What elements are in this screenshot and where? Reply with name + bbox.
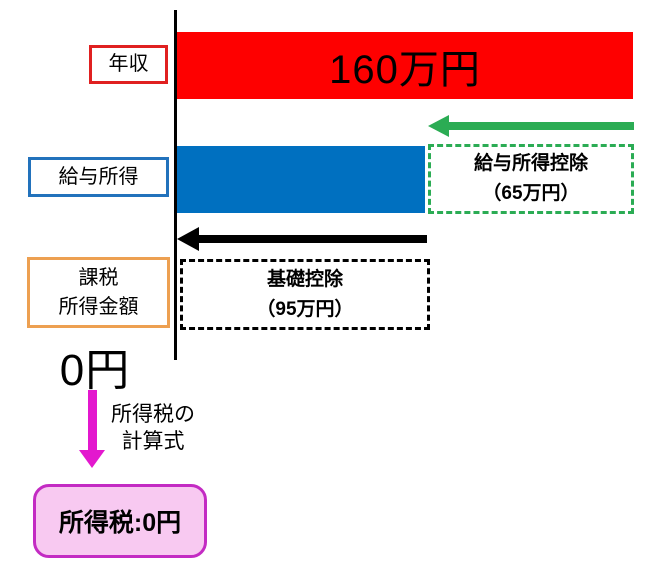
formula-down-arrow-icon xyxy=(79,450,105,468)
formula-arrow-shaft xyxy=(88,390,97,451)
annual-income-label: 年収 xyxy=(108,53,149,75)
taxable-income-label-line1: 課税 xyxy=(78,266,119,289)
basic-deduction-arrow-shaft xyxy=(198,235,427,243)
formula-caption-line2: 計算式 xyxy=(121,430,185,453)
salary-deduction-arrow-shaft xyxy=(448,122,634,130)
income-tax-result-box: 所得税:0円 xyxy=(33,484,207,558)
annual-income-label-box: 年収 xyxy=(89,45,168,84)
salary-deduction-box: 給与所得控除 （65万円） xyxy=(428,144,634,214)
salary-income-label: 給与所得 xyxy=(58,165,139,188)
annual-income-bar-amount: 160万円 xyxy=(329,47,481,92)
basic-deduction-amount: （95万円） xyxy=(256,298,354,320)
salary-deduction-left-arrow-icon xyxy=(428,115,449,137)
basic-deduction-left-arrow-icon xyxy=(177,227,199,251)
baseline-axis-line xyxy=(174,10,177,360)
salary-deduction-amount: （65万円） xyxy=(482,183,580,204)
salary-deduction-title: 給与所得控除 xyxy=(473,153,588,174)
salary-income-bar xyxy=(177,146,425,213)
annual-income-bar: 160万円 xyxy=(177,32,633,99)
taxable-income-amount: 0円 xyxy=(59,346,131,395)
salary-income-label-box: 給与所得 xyxy=(28,157,169,197)
taxable-income-label-line2: 所得金額 xyxy=(58,295,139,318)
formula-caption-line1: 所得税の xyxy=(111,403,195,426)
taxable-income-label-box: 課税 所得金額 xyxy=(27,257,170,328)
basic-deduction-title: 基礎控除 xyxy=(266,268,343,290)
formula-caption: 所得税の 計算式 xyxy=(98,401,208,455)
income-tax-result-text: 所得税:0円 xyxy=(58,509,182,537)
basic-deduction-box: 基礎控除 （95万円） xyxy=(180,259,430,330)
